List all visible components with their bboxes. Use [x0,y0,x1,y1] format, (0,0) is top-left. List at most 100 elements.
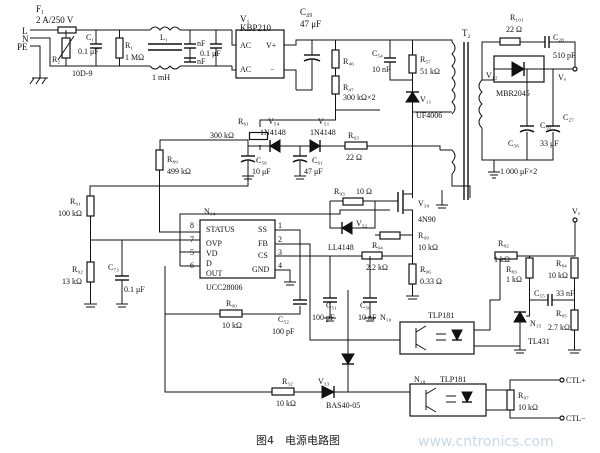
r90-resistor [219,309,243,318]
n18-part: TLP181 [440,375,466,384]
v33-part: BAS40-05 [326,401,360,410]
r85-resistor [570,309,579,331]
pin-2: 2 [278,235,282,244]
line-label-pe: PE [17,42,28,52]
ic-pin-ovp: OVP [206,239,223,248]
v51-part: 1N4148 [310,128,336,137]
r90-value: 10 kΩ [222,321,242,330]
v11-label: V₁₁ [420,95,432,104]
r96-value: 0.33 Ω [420,277,442,286]
r101-value: 22 Ω [506,25,522,34]
r85-label: R₈₅ [556,309,567,318]
controller-ic: N₁₄ STATUS OVP VD D OUT SS FB CS GND UCC… [179,207,390,292]
r61-value: 300 kΩ [210,131,234,140]
bridge-vplus: V+ [266,41,277,50]
n14-label: N₁₄ [204,207,216,216]
c27-value: 33 μF [540,139,559,148]
c56b-label: C₅₆ [256,156,267,165]
compensation: R₉₀ 10 kΩ C₅₂ 100 pF C₅₁ 100 pF C₅₀ 10 n… [164,256,400,354]
v54-part: 1N4148 [260,128,286,137]
ic-pin-d: D [206,259,212,268]
c28-label: C₂₈ [553,33,564,42]
c73-label: C₇₃ [108,263,119,272]
r94-label: R₉₄ [372,241,383,250]
v30-label: V₃₀ [418,199,430,208]
l1-label: L₁ [160,33,168,42]
c3-value: 0.1 μF [200,49,221,58]
pin-4: 4 [278,261,282,270]
fuse-ref: F₁ [36,4,44,14]
n10-part: TLP181 [428,311,454,320]
r47-label: R₄₇ [343,83,354,92]
secondary-output: R₁₀₁ 22 Ω C₂₈ 510 pF V₁₂ MBR2045 Vₒ C₅₆ … [481,13,578,179]
bridge-ac1: AC [240,41,251,50]
r92-resistor [86,261,95,283]
r57-label: R₅₇ [420,55,431,64]
v33-diode-top [341,353,355,365]
pin-7: 7 [190,235,194,244]
pin-1: 1 [278,221,282,230]
r1-label: R₁ [125,41,133,50]
c52-label: C₅₂ [278,315,289,324]
n10-label: N₁₀ [380,313,392,322]
ic-pin-fb: FB [258,239,268,248]
bridge-vminus: − [270,65,275,74]
bridge-ac2: AC [240,65,251,74]
r101-label: R₁₀₁ [510,13,524,22]
v33-diode [321,385,336,399]
v11-part: UF4006 [416,111,442,120]
c61-value: 47 μF [304,167,323,176]
c54-label: C₅₄ [372,49,383,58]
r96-resistor [408,263,417,285]
fuse-symbol [57,26,77,34]
t2-secondary [478,79,483,129]
r97-label: R₉₇ [518,391,529,400]
line-label-l: L [22,26,28,36]
transformer-t2: T₂ [412,28,483,200]
n18-label: N₁₈ [414,375,426,384]
ic-pin-vd: VD [206,249,218,258]
v12-part: MBR2045 [496,89,530,98]
l1-choke-bottom [149,65,181,70]
optocoupler-n10: N₁₀ TLP181 [380,299,521,355]
c56b-value: 10 μF [252,167,271,176]
r47-resistor [331,75,340,95]
ctl-plus-label: CTL+ [566,376,586,385]
r61-label: R₆₁ [238,117,249,126]
r84-resistor [570,257,579,279]
r63-value: 22 Ω [346,153,362,162]
pin-3: 3 [278,248,282,257]
r32-value: 10 kΩ [276,399,296,408]
mosfet-stage: R₉₃ 10 Ω V₃₂ V₃₀ 4N90 R₉₉ 10 kΩ LL4148 R… [328,187,448,300]
aux-supply: R₆₁ 300 kΩ V₅₄ 1N4148 V₅₁ 1N4148 C₅₆ 10 … [159,110,441,180]
pin-8: 8 [190,221,194,230]
r89-resistor [155,149,164,171]
c55-value: 33 nF [556,289,575,298]
bridge-ref: V₁ [240,14,250,24]
bridge-box [235,29,285,79]
tl431-label: TL431 [528,337,550,346]
r61-resistor [248,131,269,141]
r82-label: R₈₂ [498,239,509,248]
r84-label: R₈₄ [556,259,567,268]
v32-label: V₃₂ [356,219,368,228]
c27-label: C₂₇ [563,113,574,122]
c1-label: C₁ [86,33,94,42]
r97-value: 10 kΩ [518,403,538,412]
v30-part: 4N90 [418,215,436,224]
t2-primary [451,41,456,115]
control-isolation: R₃₂ 10 kΩ V₃₃ BAS40-05 N₁₈ TLP181 R₉₇ 10… [164,314,586,423]
r99-label: R₉₉ [418,231,429,240]
r47-value: 300 kΩ×2 [343,93,375,102]
r32-label: R₃₂ [282,377,293,386]
r82-value: 1 kΩ [494,255,510,264]
c28-value: 510 pF [553,51,576,60]
ic-pin-status: STATUS [206,225,235,234]
r83-label: R₈₃ [506,265,517,274]
r92-label: R₉₂ [72,265,83,274]
n15-label: N₁₅ [530,319,542,328]
r101-resistor [499,37,521,46]
tl431-feedback: R₈₂ 1 kΩ Vₒ R₈₃ 1 kΩ R₈₄ 10 kΩ C₅₅ 33 nF… [494,207,581,354]
watermark: www.cntronics.com [418,434,554,450]
c50-label: C₅₀ [360,301,371,310]
